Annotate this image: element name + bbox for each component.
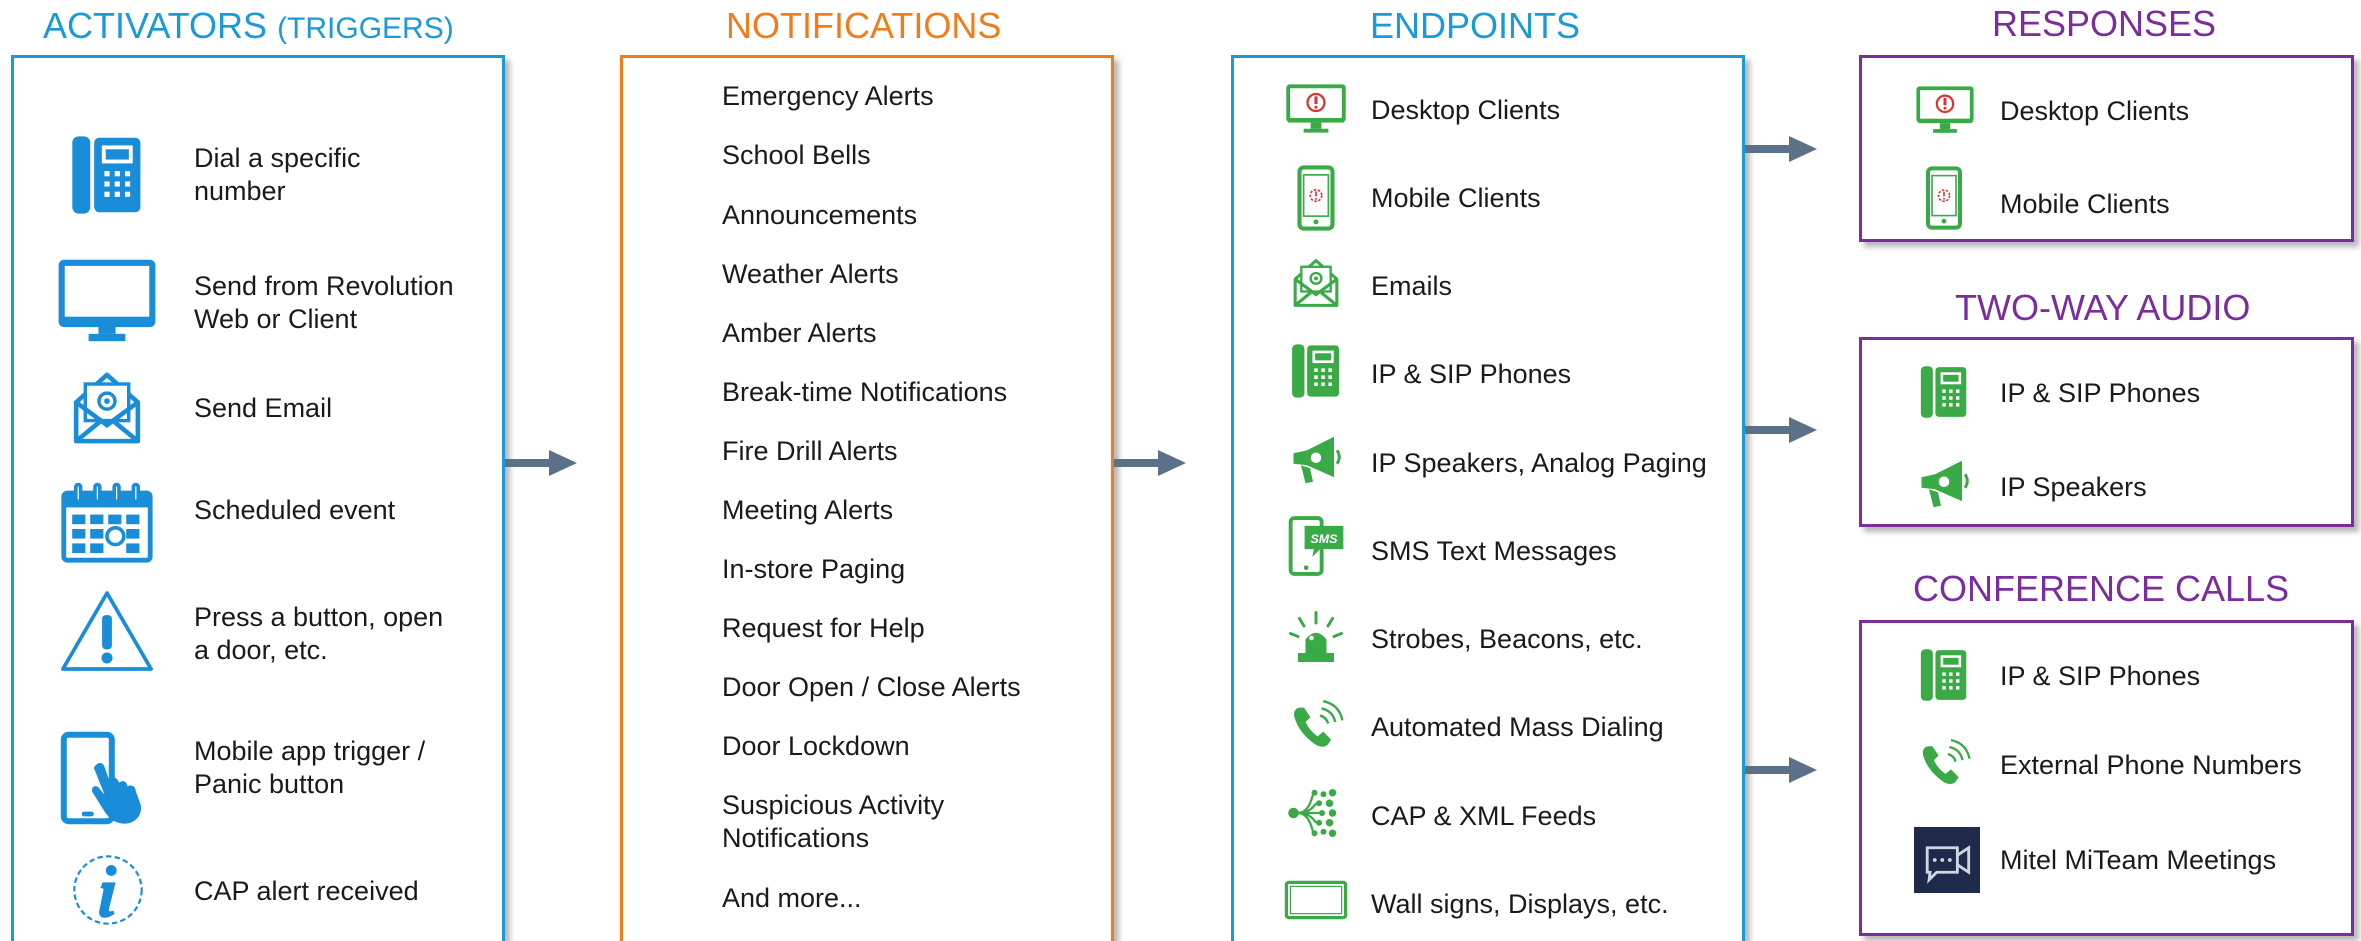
activator-label: CAP alert received: [194, 875, 419, 906]
response-label: Desktop Clients: [2000, 96, 2190, 126]
activator-label: Scheduled event: [194, 494, 396, 525]
endpoint-label: Wall signs, Displays, etc.: [1371, 889, 1669, 919]
notification-item: Door Open / Close Alerts: [722, 672, 1021, 702]
arrow-icon: [1745, 415, 1817, 445]
audio-label: IP Speakers: [2000, 472, 2147, 502]
audio-label: IP & SIP Phones: [2000, 378, 2201, 408]
notification-item: Announcements: [722, 200, 918, 230]
arrow-icon: [1745, 134, 1817, 164]
notification-label: Suspicious Activity: [722, 790, 945, 820]
endpoint-label: Mobile Clients: [1371, 183, 1541, 213]
response-label: Mobile Clients: [2000, 189, 2170, 219]
desk-phone-icon: [58, 130, 156, 220]
endpoint-label: Automated Mass Dialing: [1371, 712, 1664, 742]
endpoint-label: Desktop Clients: [1371, 95, 1561, 125]
desktop-alert-icon: [1914, 86, 1976, 138]
activator-label: Send from Revolution: [194, 271, 454, 301]
activator-label: Web or Client: [194, 304, 358, 334]
endpoint-label: Strobes, Beacons, etc.: [1371, 624, 1643, 654]
phone-call-icon: [1288, 698, 1344, 754]
notifications-panel: Emergency Alerts School Bells Announceme…: [620, 55, 1114, 941]
desktop-alert-icon: [1285, 84, 1347, 138]
notification-item: Meeting Alerts: [722, 495, 894, 525]
activator-item: CAP alert received: [194, 871, 419, 911]
endpoint-label: IP Speakers, Analog Paging: [1371, 448, 1707, 478]
conference-calls-heading: CONFERENCE CALLS: [1913, 568, 2290, 609]
arrow-icon: [1745, 755, 1817, 785]
conference-label: External Phone Numbers: [2000, 750, 2302, 780]
conference-label: IP & SIP Phones: [2000, 661, 2201, 691]
activator-label: a door, etc.: [194, 635, 328, 665]
endpoints-panel: Desktop Clients Mobile Clients Emails IP…: [1231, 55, 1745, 941]
info-icon: [70, 852, 146, 928]
notification-item: School Bells: [722, 140, 871, 170]
email-icon: [67, 368, 147, 448]
display-icon: [1284, 879, 1348, 921]
mobile-tap-icon: [59, 730, 155, 826]
responses-panel: Desktop Clients Mobile Clients: [1859, 55, 2354, 242]
notification-item: Weather Alerts: [722, 259, 899, 289]
notification-label: Notifications: [722, 823, 870, 853]
notification-item: Fire Drill Alerts: [722, 436, 898, 466]
phone-call-icon: [1917, 736, 1971, 792]
activator-item: Send Email: [194, 388, 332, 428]
notification-item: In-store Paging: [722, 554, 906, 584]
speaker-icon: [1914, 456, 1974, 512]
arrow-icon: [505, 448, 577, 478]
desk-phone-icon: [1286, 340, 1346, 402]
two-way-audio-panel: IP & SIP Phones IP Speakers: [1859, 337, 2354, 527]
mobile-alert-icon: [1922, 166, 1966, 230]
endpoint-label: Emails: [1371, 271, 1453, 301]
responses-heading: RESPONSES: [1992, 3, 2217, 44]
activators-title: ACTIVATORS: [43, 5, 268, 46]
calendar-icon: [59, 481, 155, 565]
activator-label: Send Email: [194, 392, 333, 423]
activator-label: Press a button, open: [194, 602, 444, 632]
desk-phone-icon: [1915, 645, 1973, 705]
activator-label: Dial a specific: [194, 143, 361, 173]
conference-calls-panel: IP & SIP Phones External Phone Numbers M…: [1859, 620, 2354, 936]
activator-item: Mobile app trigger /Panic button: [194, 728, 425, 808]
email-icon: [1289, 255, 1343, 311]
notification-item: Door Lockdown: [722, 731, 910, 761]
notifications-heading: NOTIFICATIONS: [726, 5, 1002, 46]
beacon-icon: [1286, 608, 1346, 668]
activators-subtitle: (TRIGGERS): [277, 12, 454, 45]
notification-item: Break-time Notifications: [722, 377, 1008, 407]
desk-phone-icon: [1915, 362, 1973, 422]
activator-label: number: [194, 176, 286, 206]
conference-label: Mitel MiTeam Meetings: [2000, 845, 2277, 875]
notification-item: Request for Help: [722, 613, 925, 643]
speaker-icon: [1286, 432, 1346, 488]
two-way-audio-heading: TWO-WAY AUDIO: [1955, 287, 2251, 328]
feed-icon: [1286, 785, 1346, 841]
endpoints-heading: ENDPOINTS: [1370, 5, 1581, 46]
miteam-icon: [1914, 827, 1980, 893]
endpoint-label: IP & SIP Phones: [1371, 359, 1572, 389]
monitor-icon: [58, 259, 156, 345]
warning-icon: [58, 588, 156, 674]
mobile-alert-icon: [1294, 165, 1338, 231]
activators-heading: ACTIVATORS (TRIGGERS): [43, 8, 454, 44]
endpoint-label: CAP & XML Feeds: [1371, 801, 1597, 831]
endpoint-label: SMS Text Messages: [1371, 536, 1617, 566]
notification-item: Amber Alerts: [722, 318, 877, 348]
activator-label: Mobile app trigger /: [194, 736, 426, 766]
notification-item: Emergency Alerts: [722, 81, 934, 111]
sms-icon: [1286, 514, 1348, 578]
activator-item: Scheduled event: [194, 490, 395, 530]
notification-item: And more...: [722, 883, 862, 913]
activator-label: Panic button: [194, 769, 345, 799]
arrow-icon: [1114, 448, 1186, 478]
